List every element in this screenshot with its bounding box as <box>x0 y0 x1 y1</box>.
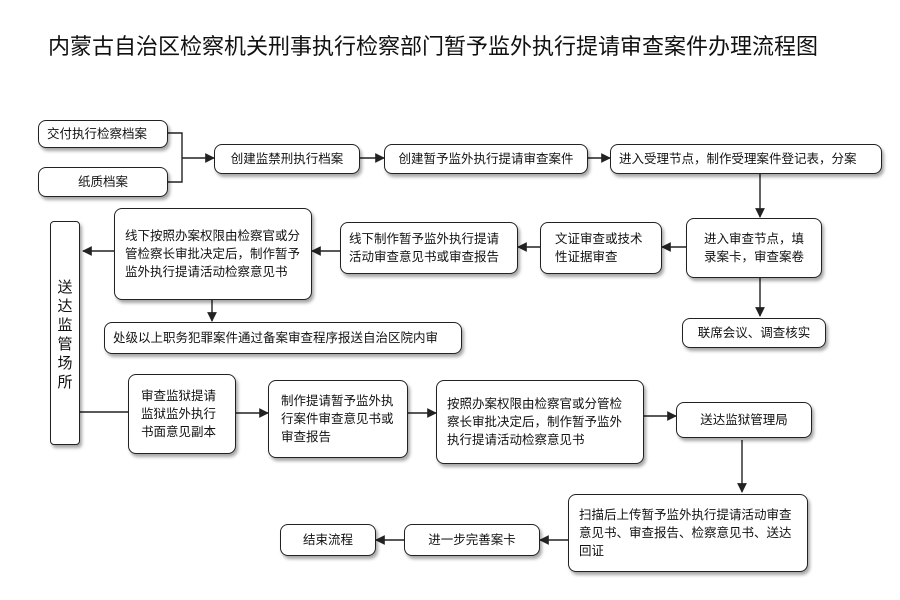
evidence-review-label: 文证审查或技术性证据审查 <box>555 231 643 264</box>
upload-box: 扫描后上传暂予监外执行提请活动审查意见书、审查报告、检察意见书、送达回证 <box>568 494 808 572</box>
offline-decide-box: 线下按照办案权限由检察官或分管检察长审批决定后，制作暂予监外执行提请活动检察意见… <box>114 208 312 300</box>
end-flow-box: 结束流程 <box>280 524 376 556</box>
filing-box: 处级以上职务犯罪案件通过备案审查程序报送自治区院内审 <box>104 322 462 354</box>
paper-archive-box: 纸质档案 <box>38 167 168 197</box>
decide-online-label: 按照办案权限由检察官或分管检察长审批决定后，制作暂予监外执行提请活动检察意见书 <box>447 396 623 447</box>
upload-label: 扫描后上传暂予监外执行提请活动审查意见书、审查报告、检察意见书、送达回证 <box>579 507 792 558</box>
accept-label: 进入受理节点，制作受理案件登记表，分案 <box>619 151 857 166</box>
make-opinion-box: 制作提请暂予监外执行案件审查意见书或审查报告 <box>268 380 408 458</box>
review-node-box: 进入审查节点，填录案卡，审查案卷 <box>686 218 822 278</box>
make-opinion-label: 制作提请暂予监外执行案件审查意见书或审查报告 <box>281 393 394 444</box>
send-prison-label: 送达监狱管理局 <box>700 412 788 427</box>
send-prison-box: 送达监狱管理局 <box>676 402 812 438</box>
joint-meeting-label: 联席会议、调查核实 <box>697 325 811 340</box>
delivery-place-box: 送达监管场所 <box>50 221 80 445</box>
create-archive-label: 创建监禁刑执行档案 <box>230 151 344 166</box>
create-case-label: 创建暂予监外执行提请审查案件 <box>398 151 574 166</box>
create-archive-box: 创建监禁刑执行档案 <box>214 144 360 174</box>
improve-card-box: 进一步完善案卡 <box>404 524 540 556</box>
offline-draft-box: 线下制作暂予监外执行提请活动审查意见书或审查报告 <box>340 222 518 274</box>
decide-online-box: 按照办案权限由检察官或分管检察长审批决定后，制作暂予监外执行提请活动检察意见书 <box>436 380 644 464</box>
evidence-review-box: 文证审查或技术性证据审查 <box>540 222 662 274</box>
line-archive-merge <box>168 132 183 183</box>
page-title: 内蒙古自治区检察机关刑事执行检察部门暂予监外执行提请审查案件办理流程图 <box>48 35 819 60</box>
improve-card-label: 进一步完善案卡 <box>428 532 516 547</box>
review-node-label: 进入审查节点，填录案卡，审查案卷 <box>703 231 804 264</box>
end-flow-label: 结束流程 <box>302 532 353 547</box>
archive-box: 交付执行检察档案 <box>38 120 168 148</box>
create-case-box: 创建暂予监外执行提请审查案件 <box>384 144 588 174</box>
delivery-place-label: 送达监管场所 <box>55 279 74 393</box>
archive-label: 交付执行检察档案 <box>47 126 148 141</box>
joint-meeting-box: 联席会议、调查核实 <box>682 318 826 348</box>
offline-decide-label: 线下按照办案权限由检察官或分管检察长审批决定后，制作暂予监外执行提请活动检察意见… <box>125 228 301 279</box>
paper-archive-label: 纸质档案 <box>77 174 128 189</box>
prison-copy-box: 审查监狱提请监狱监外执行书面意见副本 <box>128 374 236 454</box>
offline-draft-label: 线下制作暂予监外执行提请活动审查意见书或审查报告 <box>349 231 500 264</box>
filing-label: 处级以上职务犯罪案件通过备案审查程序报送自治区院内审 <box>113 330 439 345</box>
accept-box: 进入受理节点，制作受理案件登记表，分案 <box>610 144 882 174</box>
prison-copy-label: 审查监狱提请监狱监外执行书面意见副本 <box>141 388 217 439</box>
